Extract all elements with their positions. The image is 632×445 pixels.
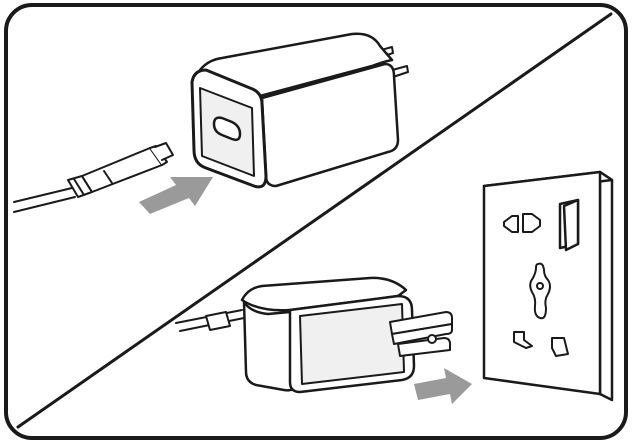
charger-icon [190,32,409,189]
panel-divider [16,12,613,429]
socket-holes-lower [513,331,569,357]
arrow-icon [414,368,472,404]
charger-plug-icon [240,276,453,394]
socket-center [529,262,551,320]
usb-c-cable-icon [13,142,174,213]
charger-cable [175,309,245,332]
power-switch-icon [558,198,580,252]
wall-outlet-icon [482,170,614,402]
socket-holes-upper [503,213,541,233]
top-panel [13,32,409,214]
arrow-icon [139,177,213,214]
bottom-panel [175,170,614,404]
